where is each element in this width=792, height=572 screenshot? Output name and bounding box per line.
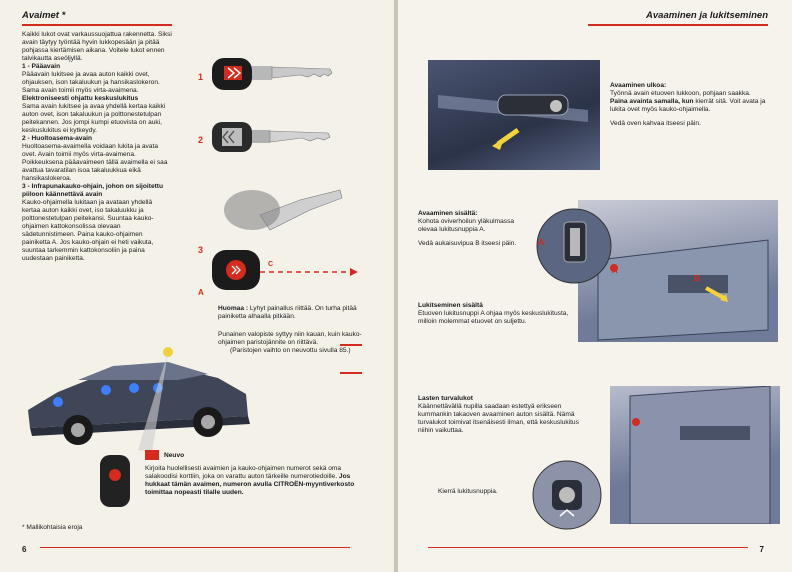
outside-opening-text-1: Työnnä avain etuoven lukkoon, pohjaan sa… — [610, 90, 751, 97]
tip-text: Kirjoita huolellisesti avaimien ja kauko… — [145, 465, 342, 480]
intro-text: Kaikki lukot ovat varkaussuojattua raken… — [22, 31, 172, 62]
label-key-1: 1 — [198, 72, 203, 82]
inside-opening-text-2: Vedä aukaisuvipua B itseesi päin. — [418, 240, 517, 247]
tip-bold-text: Jos hukkaat tämän avaimen, numeron avull… — [145, 473, 355, 496]
keys-illustration: 1 2 3 A C — [198, 58, 358, 297]
inside-opening-block: Avaaminen sisältä: Kohota oviverhoilun y… — [418, 210, 533, 248]
tick-mark-1 — [340, 344, 362, 346]
note-block: Huomaa : Lyhyt painallus riittää. On tur… — [218, 305, 368, 355]
footer-rule-left — [40, 546, 350, 548]
tip-block: Kirjoita huolellisesti avaimien ja kauko… — [145, 465, 355, 497]
central-lock-text: Sama avain lukitsee ja avaa yhdellä kert… — [22, 103, 166, 134]
footer-rule-right — [428, 546, 748, 548]
child-lock-heading: Lasten turvalukot — [418, 395, 473, 402]
outside-opening-text-3: Vedä oven kahvaa itseesi päin. — [610, 120, 701, 127]
page-number-left: 6 — [22, 545, 27, 554]
marker-b-door: B — [694, 274, 700, 283]
service-key-text: Huoltoasema-avaimella voidaan lukita ja … — [22, 143, 168, 182]
outside-opening-bold: Paina avainta samalla, kun — [610, 98, 694, 105]
inside-opening-heading: Avaaminen sisältä: — [418, 210, 478, 217]
lock-knob-closeup — [536, 208, 612, 284]
central-lock-heading: Elektroniseesti ohjattu keskuslukitus — [22, 95, 139, 102]
child-lock-text: Käännettävällä nupilla saadaan estettyä … — [418, 403, 579, 434]
door-handle-photo — [428, 60, 600, 170]
tip-title: Neuvo — [164, 452, 185, 459]
inside-lock-block: Lukitseminen sisältä Etuoven lukitusnupp… — [418, 302, 578, 326]
remote-key-heading: 3 - Infrapunakauko-ohjain, johon on sijo… — [22, 183, 164, 198]
tick-mark-2 — [340, 372, 362, 374]
remote-hand-image — [100, 455, 130, 507]
footnote: * Mallikohtaisia eroja — [22, 524, 83, 531]
page-title-right: Avaaminen ja lukitseminen — [646, 10, 768, 21]
label-key-2: 2 — [198, 135, 203, 145]
header-rule-right — [588, 24, 768, 26]
inside-door-drawing — [597, 239, 769, 341]
citroen-logo-icon — [145, 450, 159, 460]
page-number-right: 7 — [759, 545, 764, 554]
battery-text: Punainen valopiste syttyy niin kauan, ku… — [218, 331, 362, 346]
marker-a-closeup: A — [538, 237, 545, 247]
remote-key-text: Kauko-ohjaimella lukitaan ja avataan yhd… — [22, 199, 154, 262]
child-lock-closeup — [532, 460, 602, 530]
battery-ref: (Paristojen vaihto on neuvottu sivulla 8… — [230, 347, 351, 354]
marker-a-door: A — [612, 266, 618, 275]
inside-door-photo — [578, 200, 778, 342]
outside-opening-block: Avaaminen ulkoa: Työnnä avain etuoven lu… — [610, 82, 770, 128]
outside-opening-text-2: kierrät sitä. Voit avata ja lukita ovet … — [610, 98, 766, 113]
rear-door-drawing — [629, 386, 771, 524]
label-button-a: A — [198, 288, 204, 297]
note-label: Huomaa : — [218, 305, 249, 312]
door-handle-drawing — [438, 94, 588, 150]
page-title-left: Avaimet * — [22, 10, 66, 21]
header-rule-left — [22, 24, 172, 26]
rear-door-photo — [610, 386, 780, 524]
service-key-image — [212, 122, 331, 152]
main-key-heading: 1 - Pääavain — [22, 63, 61, 70]
inside-opening-text: Kohota oviverhoilun yläkulmassa olevaa l… — [418, 218, 515, 233]
page-right: Avaaminen ja lukitseminen Avaaminen ulko… — [398, 0, 792, 572]
child-lock-block: Lasten turvalukot Käännettävällä nupilla… — [418, 395, 596, 435]
page-gutter — [394, 0, 398, 572]
service-key-heading: 2 - Huoltoasema-avain — [22, 135, 92, 142]
car-illustration — [28, 347, 250, 452]
page-left: Avaimet * Kaikki lukot ovat varkaussuoja… — [0, 0, 394, 572]
main-key-image — [212, 58, 333, 90]
inside-lock-heading: Lukitseminen sisältä — [418, 302, 483, 309]
label-key-3: 3 — [198, 245, 203, 255]
label-c: C — [268, 261, 273, 268]
outside-opening-heading: Avaaminen ulkoa: — [610, 82, 667, 89]
remote-key-image — [212, 189, 358, 290]
main-key-text: Pääavain lukitsee ja avaa auton kaikki o… — [22, 71, 160, 94]
inside-lock-text: Etuoven lukitusnuppi A ohjaa myös keskus… — [418, 310, 569, 325]
keys-text-column: Kaikki lukot ovat varkaussuojattua raken… — [22, 31, 172, 263]
note-text: Lyhyt painallus riittää. On turha pitää … — [218, 305, 357, 320]
child-lock-instruction: Kierrä lukitusnuppia. — [438, 488, 498, 495]
